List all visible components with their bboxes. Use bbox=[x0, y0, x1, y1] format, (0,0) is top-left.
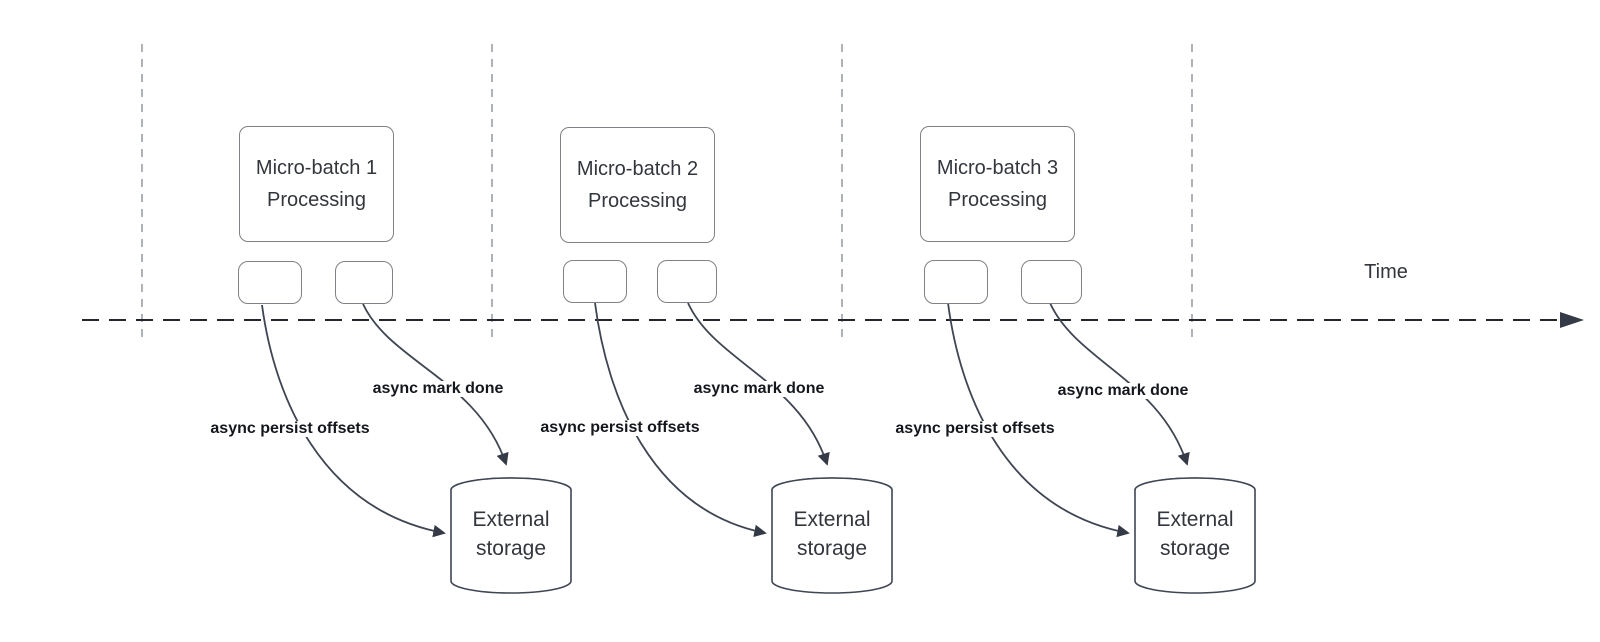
micro-batch-3-label: Micro-batch 3 Processing bbox=[936, 157, 1059, 211]
persist-offsets-label-1: async persist offsets bbox=[207, 421, 373, 437]
persist-offsets-label-3: async persist offsets bbox=[892, 421, 1058, 437]
external-storage-cylinder-2 bbox=[771, 477, 893, 594]
done-task-box-1 bbox=[335, 261, 393, 304]
external-storage-label-2: External storage bbox=[793, 508, 871, 560]
persist-offsets-label-2: async persist offsets bbox=[537, 420, 703, 436]
external-storage-cylinder-3 bbox=[1134, 477, 1256, 594]
external-storage-cylinder-1 bbox=[450, 477, 572, 594]
micro-batch-1-label: Micro-batch 1 Processing bbox=[255, 157, 378, 211]
offset-task-box-3 bbox=[924, 260, 988, 304]
persist-offsets-arrow-3 bbox=[947, 302, 1130, 538]
mark-done-arrow-3 bbox=[1049, 302, 1190, 466]
time-axis-arrowhead-icon bbox=[1560, 312, 1584, 328]
micro-batch-1-box: Micro-batch 1 Processing bbox=[239, 126, 394, 242]
persist-offsets-arrow-1 bbox=[261, 304, 446, 538]
offset-task-box-1 bbox=[238, 261, 302, 304]
micro-batch-3-box: Micro-batch 3 Processing bbox=[920, 126, 1075, 242]
time-axis-label: Time bbox=[1364, 261, 1408, 283]
done-task-box-2 bbox=[657, 260, 717, 303]
mark-done-label-1: async mark done bbox=[369, 381, 507, 397]
mark-done-label-3: async mark done bbox=[1054, 383, 1192, 399]
offset-task-box-2 bbox=[563, 260, 627, 303]
micro-batch-2-label: Micro-batch 2 Processing bbox=[576, 158, 699, 212]
persist-offsets-arrow-2 bbox=[594, 302, 767, 538]
mark-done-arrow-1 bbox=[362, 303, 509, 466]
mark-done-label-2: async mark done bbox=[690, 381, 828, 397]
external-storage-label-1: External storage bbox=[472, 508, 550, 560]
done-task-box-3 bbox=[1021, 260, 1082, 304]
external-storage-label-3: External storage bbox=[1156, 508, 1234, 560]
mark-done-arrow-2 bbox=[687, 302, 830, 466]
micro-batch-2-box: Micro-batch 2 Processing bbox=[560, 127, 715, 243]
